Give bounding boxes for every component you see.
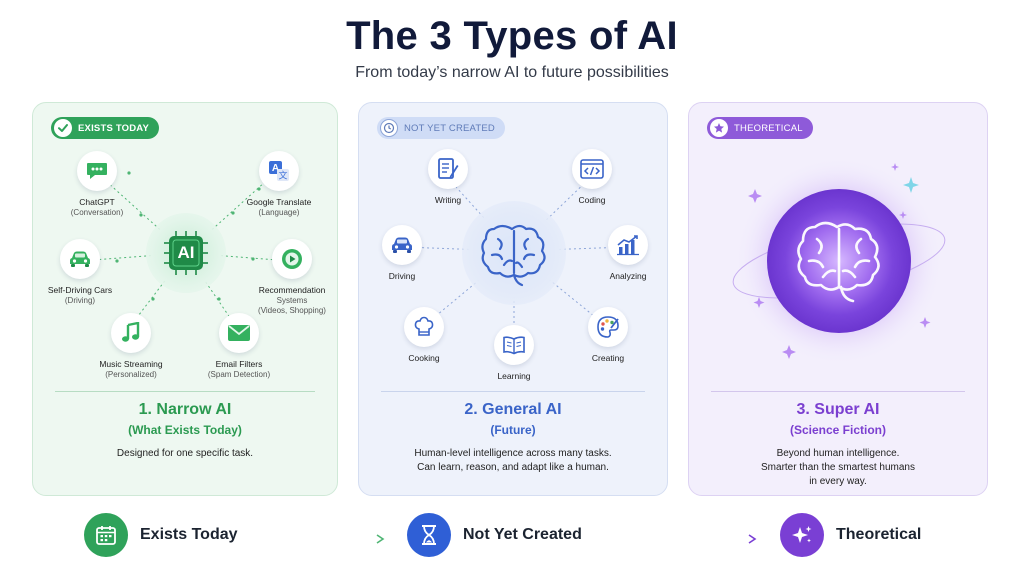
glowing-brain-icon — [729, 149, 949, 369]
badge-label: EXISTS TODAY — [78, 122, 150, 134]
page-subtitle: From today’s narrow AI to future possibi… — [355, 64, 669, 81]
narrow-ai-panel: EXISTS TODAY AI ChatGPT (Conversation) A… — [32, 102, 338, 496]
node-writing: Writing — [413, 149, 483, 206]
description-line: Designed for one specific task. — [116, 448, 254, 459]
node-label: Learning — [497, 371, 531, 381]
envelope-icon — [219, 313, 259, 353]
description-line: Human-level intelligence across many tas… — [414, 448, 612, 459]
car-icon — [382, 225, 422, 265]
theoretical-badge: THEORETICAL — [707, 117, 813, 139]
node-label: Creating — [591, 353, 625, 363]
node-self-driving-cars: Self-Driving Cars (Driving) — [37, 239, 123, 306]
chat-bubble-icon — [77, 151, 117, 191]
panel-title: 3. Super AI — [796, 401, 880, 418]
node-label: Coding — [578, 195, 606, 205]
panel-subtitle: (What Exists Today) — [128, 423, 242, 437]
panel-title: 1. Narrow AI — [138, 401, 232, 418]
node-creating: Creating — [573, 307, 643, 364]
panel-subtitle: (Science Fiction) — [789, 423, 887, 437]
panel-description: Designed for one specific task. — [33, 447, 337, 461]
svg-text:文: 文 — [278, 170, 287, 182]
ai-chip-icon: AI — [146, 213, 226, 293]
bar-chart-icon — [608, 225, 648, 265]
node-label: ChatGPT — [79, 197, 115, 207]
check-icon — [54, 119, 72, 137]
star-icon — [710, 119, 728, 137]
description-line: Can learn, reason, and adapt like a huma… — [417, 462, 609, 473]
clock-icon — [380, 119, 398, 137]
node-sublabel: (Language) — [258, 208, 300, 217]
panel-divider — [711, 391, 965, 392]
node-sublabel: (Spam Detection) — [207, 370, 271, 379]
panel-divider — [55, 391, 315, 392]
node-chatgpt: ChatGPT (Conversation) — [47, 151, 147, 218]
svg-text:A: A — [272, 163, 279, 174]
panel-title: 2. General AI — [464, 401, 562, 418]
timeline-label: Exists Today — [140, 526, 238, 543]
node-label: Writing — [434, 195, 462, 205]
description-line: in every way. — [809, 476, 867, 487]
node-sublabel: (Videos, Shopping) — [258, 306, 326, 315]
node-label: Music Streaming — [99, 359, 163, 369]
node-recommendation-systems: Recommendation Systems (Videos, Shopping… — [247, 239, 337, 316]
node-sublabel: (Conversation) — [70, 208, 124, 217]
play-icon — [272, 239, 312, 279]
node-label: Cooking — [408, 353, 440, 363]
sparkle-icon — [780, 513, 824, 557]
node-label: Email Filters — [215, 359, 263, 369]
general-ai-panel: NOT YET CREATED Writing Coding Drivin — [358, 102, 668, 496]
panel-divider — [381, 391, 645, 392]
page-title: The 3 Types of AI — [346, 14, 678, 58]
node-label: Analyzing — [609, 271, 647, 281]
node-email-filters: Email Filters (Spam Detection) — [191, 313, 287, 380]
badge-label: NOT YET CREATED — [404, 122, 495, 134]
timeline-theoretical: Theoretical — [780, 513, 921, 557]
timeline-label: Not Yet Created — [463, 526, 582, 543]
palette-icon — [588, 307, 628, 347]
node-music-streaming: Music Streaming (Personalized) — [83, 313, 179, 380]
node-learning: Learning — [479, 325, 549, 382]
car-icon — [60, 239, 100, 279]
panel-description: Beyond human intelligence. Smarter than … — [689, 447, 987, 489]
panel-subtitle: (Future) — [490, 423, 536, 437]
super-ai-panel: THEORETICAL — [688, 102, 988, 496]
open-book-icon — [494, 325, 534, 365]
badge-label: THEORETICAL — [734, 122, 803, 134]
hourglass-icon — [407, 513, 451, 557]
chef-hat-icon — [404, 307, 444, 347]
node-sublabel: Systems — [276, 296, 308, 305]
node-label: Self-Driving Cars — [47, 285, 113, 295]
not-yet-created-badge: NOT YET CREATED — [377, 117, 505, 139]
timeline-exists-today: Exists Today — [84, 513, 238, 557]
timeline-arrow-1 — [248, 534, 385, 544]
timeline-label: Theoretical — [836, 526, 922, 543]
node-analyzing: Analyzing — [593, 225, 663, 282]
ai-chip-label: AI — [177, 243, 195, 262]
node-sublabel: (Personalized) — [105, 370, 157, 379]
node-cooking: Cooking — [389, 307, 459, 364]
node-coding: Coding — [557, 149, 627, 206]
code-window-icon — [572, 149, 612, 189]
description-line: Smarter than the smartest humans — [761, 462, 915, 473]
node-label: Recommendation — [258, 285, 326, 295]
panel-description: Human-level intelligence across many tas… — [359, 447, 667, 475]
node-label: Driving — [388, 271, 416, 281]
timeline-arrow-2 — [600, 534, 757, 544]
music-note-icon — [111, 313, 151, 353]
node-label: Google Translate — [246, 197, 312, 207]
exists-today-badge: EXISTS TODAY — [51, 117, 160, 139]
timeline-not-yet-created: Not Yet Created — [407, 513, 582, 557]
brain-icon — [462, 201, 566, 305]
node-sublabel: (Driving) — [64, 296, 96, 305]
document-pen-icon — [428, 149, 468, 189]
description-line: Beyond human intelligence. — [776, 448, 900, 459]
calendar-icon — [84, 513, 128, 557]
node-driving: Driving — [367, 225, 437, 282]
